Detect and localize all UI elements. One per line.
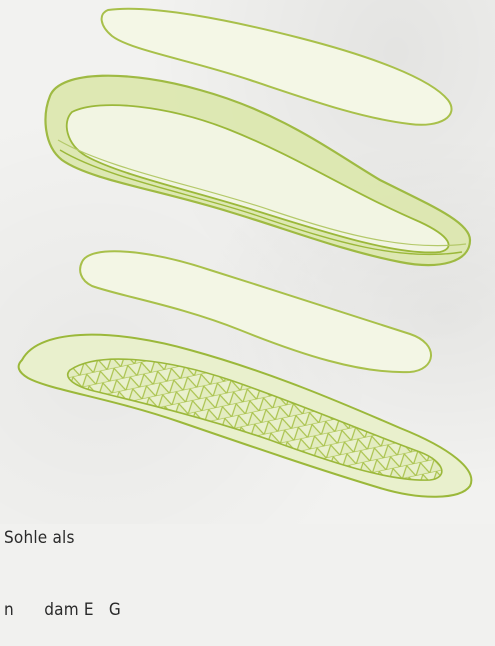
caption-line-1: Sohle als [4, 526, 121, 550]
sole-layers-illustration [0, 0, 495, 524]
caption-line-2: n dam E G [4, 598, 121, 622]
caption-text: Sohle als n dam E G [4, 478, 121, 646]
